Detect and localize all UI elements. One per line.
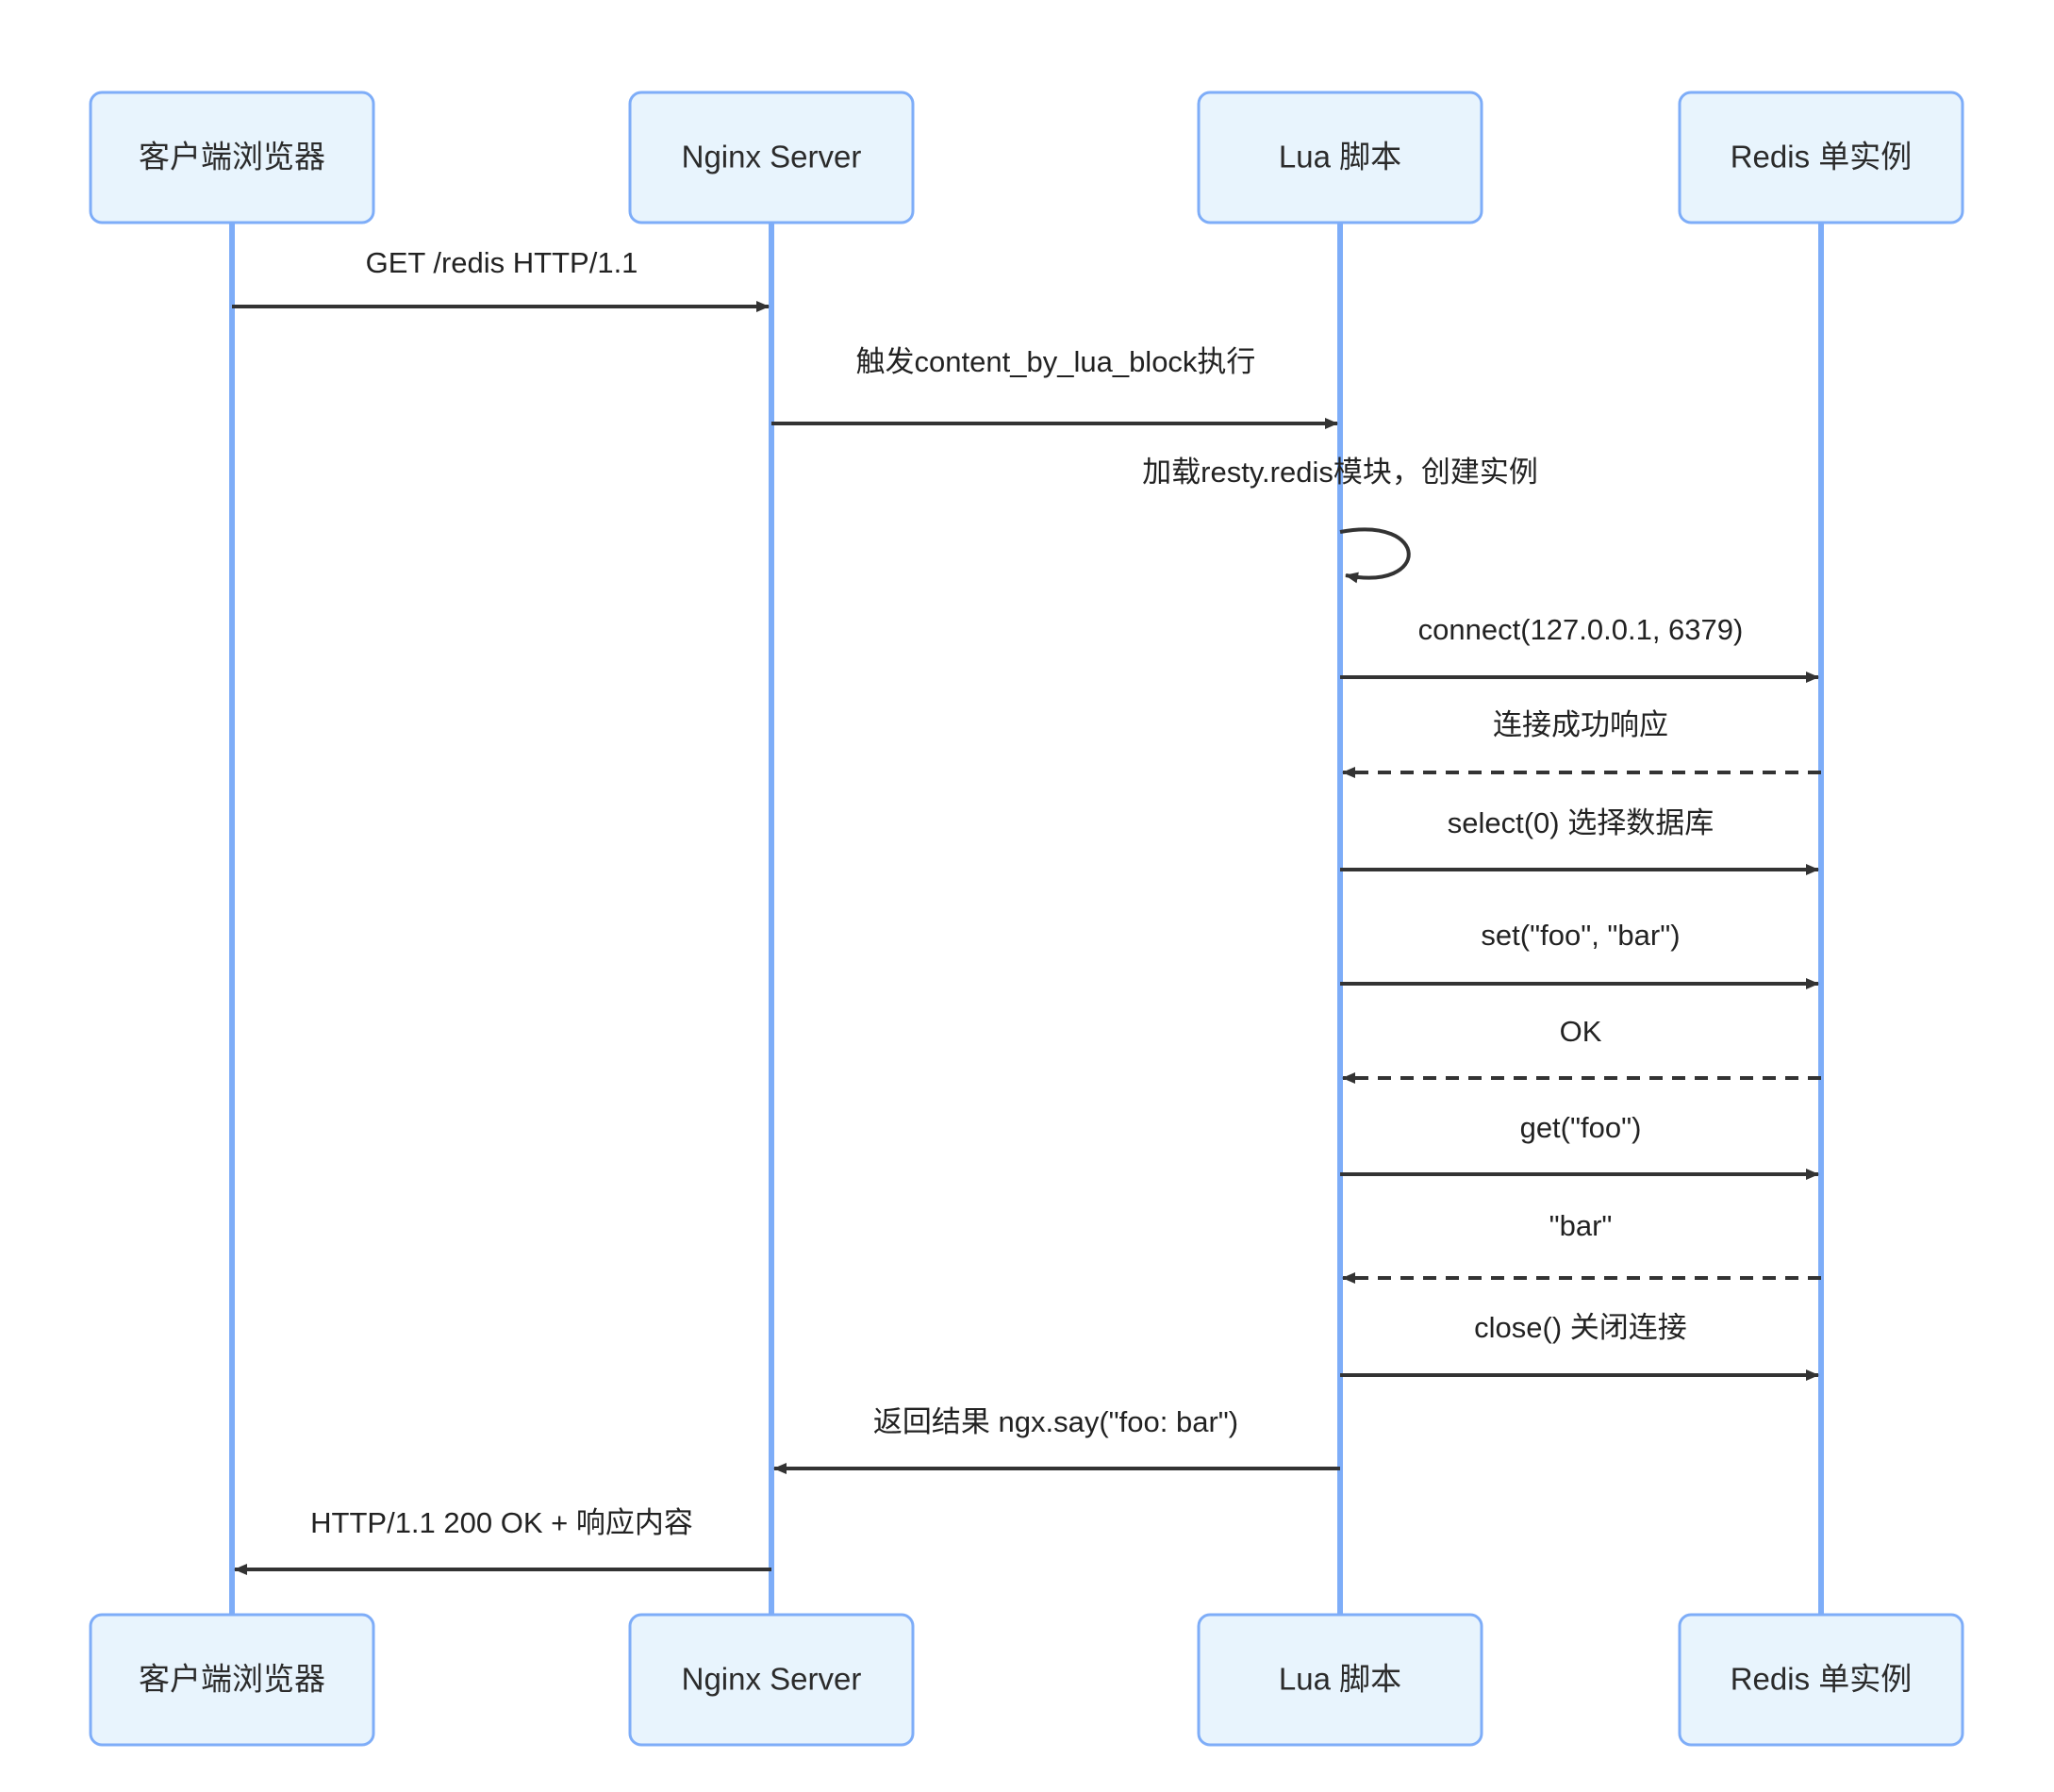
- message-12: 返回结果 ngx.say("foo: bar"): [773, 1405, 1340, 1474]
- message-label: connect(127.0.0.1, 6379): [1418, 613, 1744, 646]
- message-1: GET /redis HTTP/1.1: [232, 246, 770, 312]
- message-3: 加载resty.redis模块，创建实例: [1142, 456, 1538, 584]
- message-label: get("foo"): [1520, 1111, 1642, 1144]
- message-7: set("foo", "bar"): [1340, 919, 1819, 989]
- actor-box-rect[interactable]: [89, 1613, 375, 1747]
- actor-box-bottom-redis[interactable]: Redis 单实例: [1678, 1613, 1964, 1747]
- actor-box-rect[interactable]: [628, 1613, 915, 1747]
- actor-label: 客户端浏览器: [139, 1662, 325, 1697]
- message-label: set("foo", "bar"): [1481, 919, 1680, 952]
- message-13: HTTP/1.1 200 OK + 响应内容: [234, 1506, 771, 1575]
- actor-label: Redis 单实例: [1731, 1662, 1913, 1697]
- message-6: select(0) 选择数据库: [1340, 806, 1819, 875]
- message-8: OK: [1342, 1015, 1821, 1084]
- message-10: "bar": [1342, 1209, 1821, 1284]
- message-label: 返回结果 ngx.say("foo: bar"): [873, 1405, 1238, 1438]
- messages-layer: GET /redis HTTP/1.1 触发content_by_lua_bloc…: [232, 246, 1821, 1575]
- actor-box-rect[interactable]: [1678, 91, 1964, 224]
- message-4: connect(127.0.0.1, 6379): [1340, 613, 1819, 683]
- actor-box-rect[interactable]: [1678, 1613, 1964, 1747]
- actor-box-top-lua[interactable]: Lua 脚本: [1197, 91, 1483, 224]
- message-label: HTTP/1.1 200 OK + 响应内容: [310, 1506, 693, 1539]
- actor-label: Lua 脚本: [1279, 1662, 1401, 1697]
- message-label: "bar": [1549, 1209, 1613, 1242]
- actor-box-top-nginx[interactable]: Nginx Server: [628, 91, 915, 224]
- actor-box-rect[interactable]: [628, 91, 915, 224]
- actor-box-top-client[interactable]: 客户端浏览器: [89, 91, 375, 224]
- self-message-arrow: [1339, 527, 1411, 584]
- message-label: GET /redis HTTP/1.1: [366, 246, 638, 279]
- actor-box-bottom-client[interactable]: 客户端浏览器: [89, 1613, 375, 1747]
- message-label: 连接成功响应: [1493, 708, 1668, 741]
- message-label: 触发content_by_lua_block执行: [856, 345, 1256, 378]
- message-11: close() 关闭连接: [1340, 1311, 1819, 1381]
- message-2: 触发content_by_lua_block执行: [771, 345, 1338, 429]
- message-9: get("foo"): [1340, 1111, 1819, 1180]
- actor-label: Nginx Server: [682, 1662, 862, 1697]
- actor-box-bottom-nginx[interactable]: Nginx Server: [628, 1613, 915, 1747]
- lifelines-layer: [229, 223, 1824, 1615]
- actor-label: Redis 单实例: [1731, 140, 1913, 174]
- actor-box-rect[interactable]: [89, 91, 375, 224]
- actor-box-rect[interactable]: [1197, 91, 1483, 224]
- message-label: close() 关闭连接: [1474, 1311, 1687, 1344]
- actor-box-bottom-lua[interactable]: Lua 脚本: [1197, 1613, 1483, 1747]
- message-label: select(0) 选择数据库: [1448, 806, 1714, 839]
- message-label: OK: [1560, 1015, 1602, 1048]
- message-5: 连接成功响应: [1342, 708, 1821, 778]
- actor-box-rect[interactable]: [1197, 1613, 1483, 1747]
- message-label: 加载resty.redis模块，创建实例: [1142, 456, 1538, 489]
- actor-label: 客户端浏览器: [139, 140, 325, 174]
- actor-label: Lua 脚本: [1279, 140, 1401, 174]
- actor-box-top-redis[interactable]: Redis 单实例: [1678, 91, 1964, 224]
- actor-label: Nginx Server: [682, 140, 862, 174]
